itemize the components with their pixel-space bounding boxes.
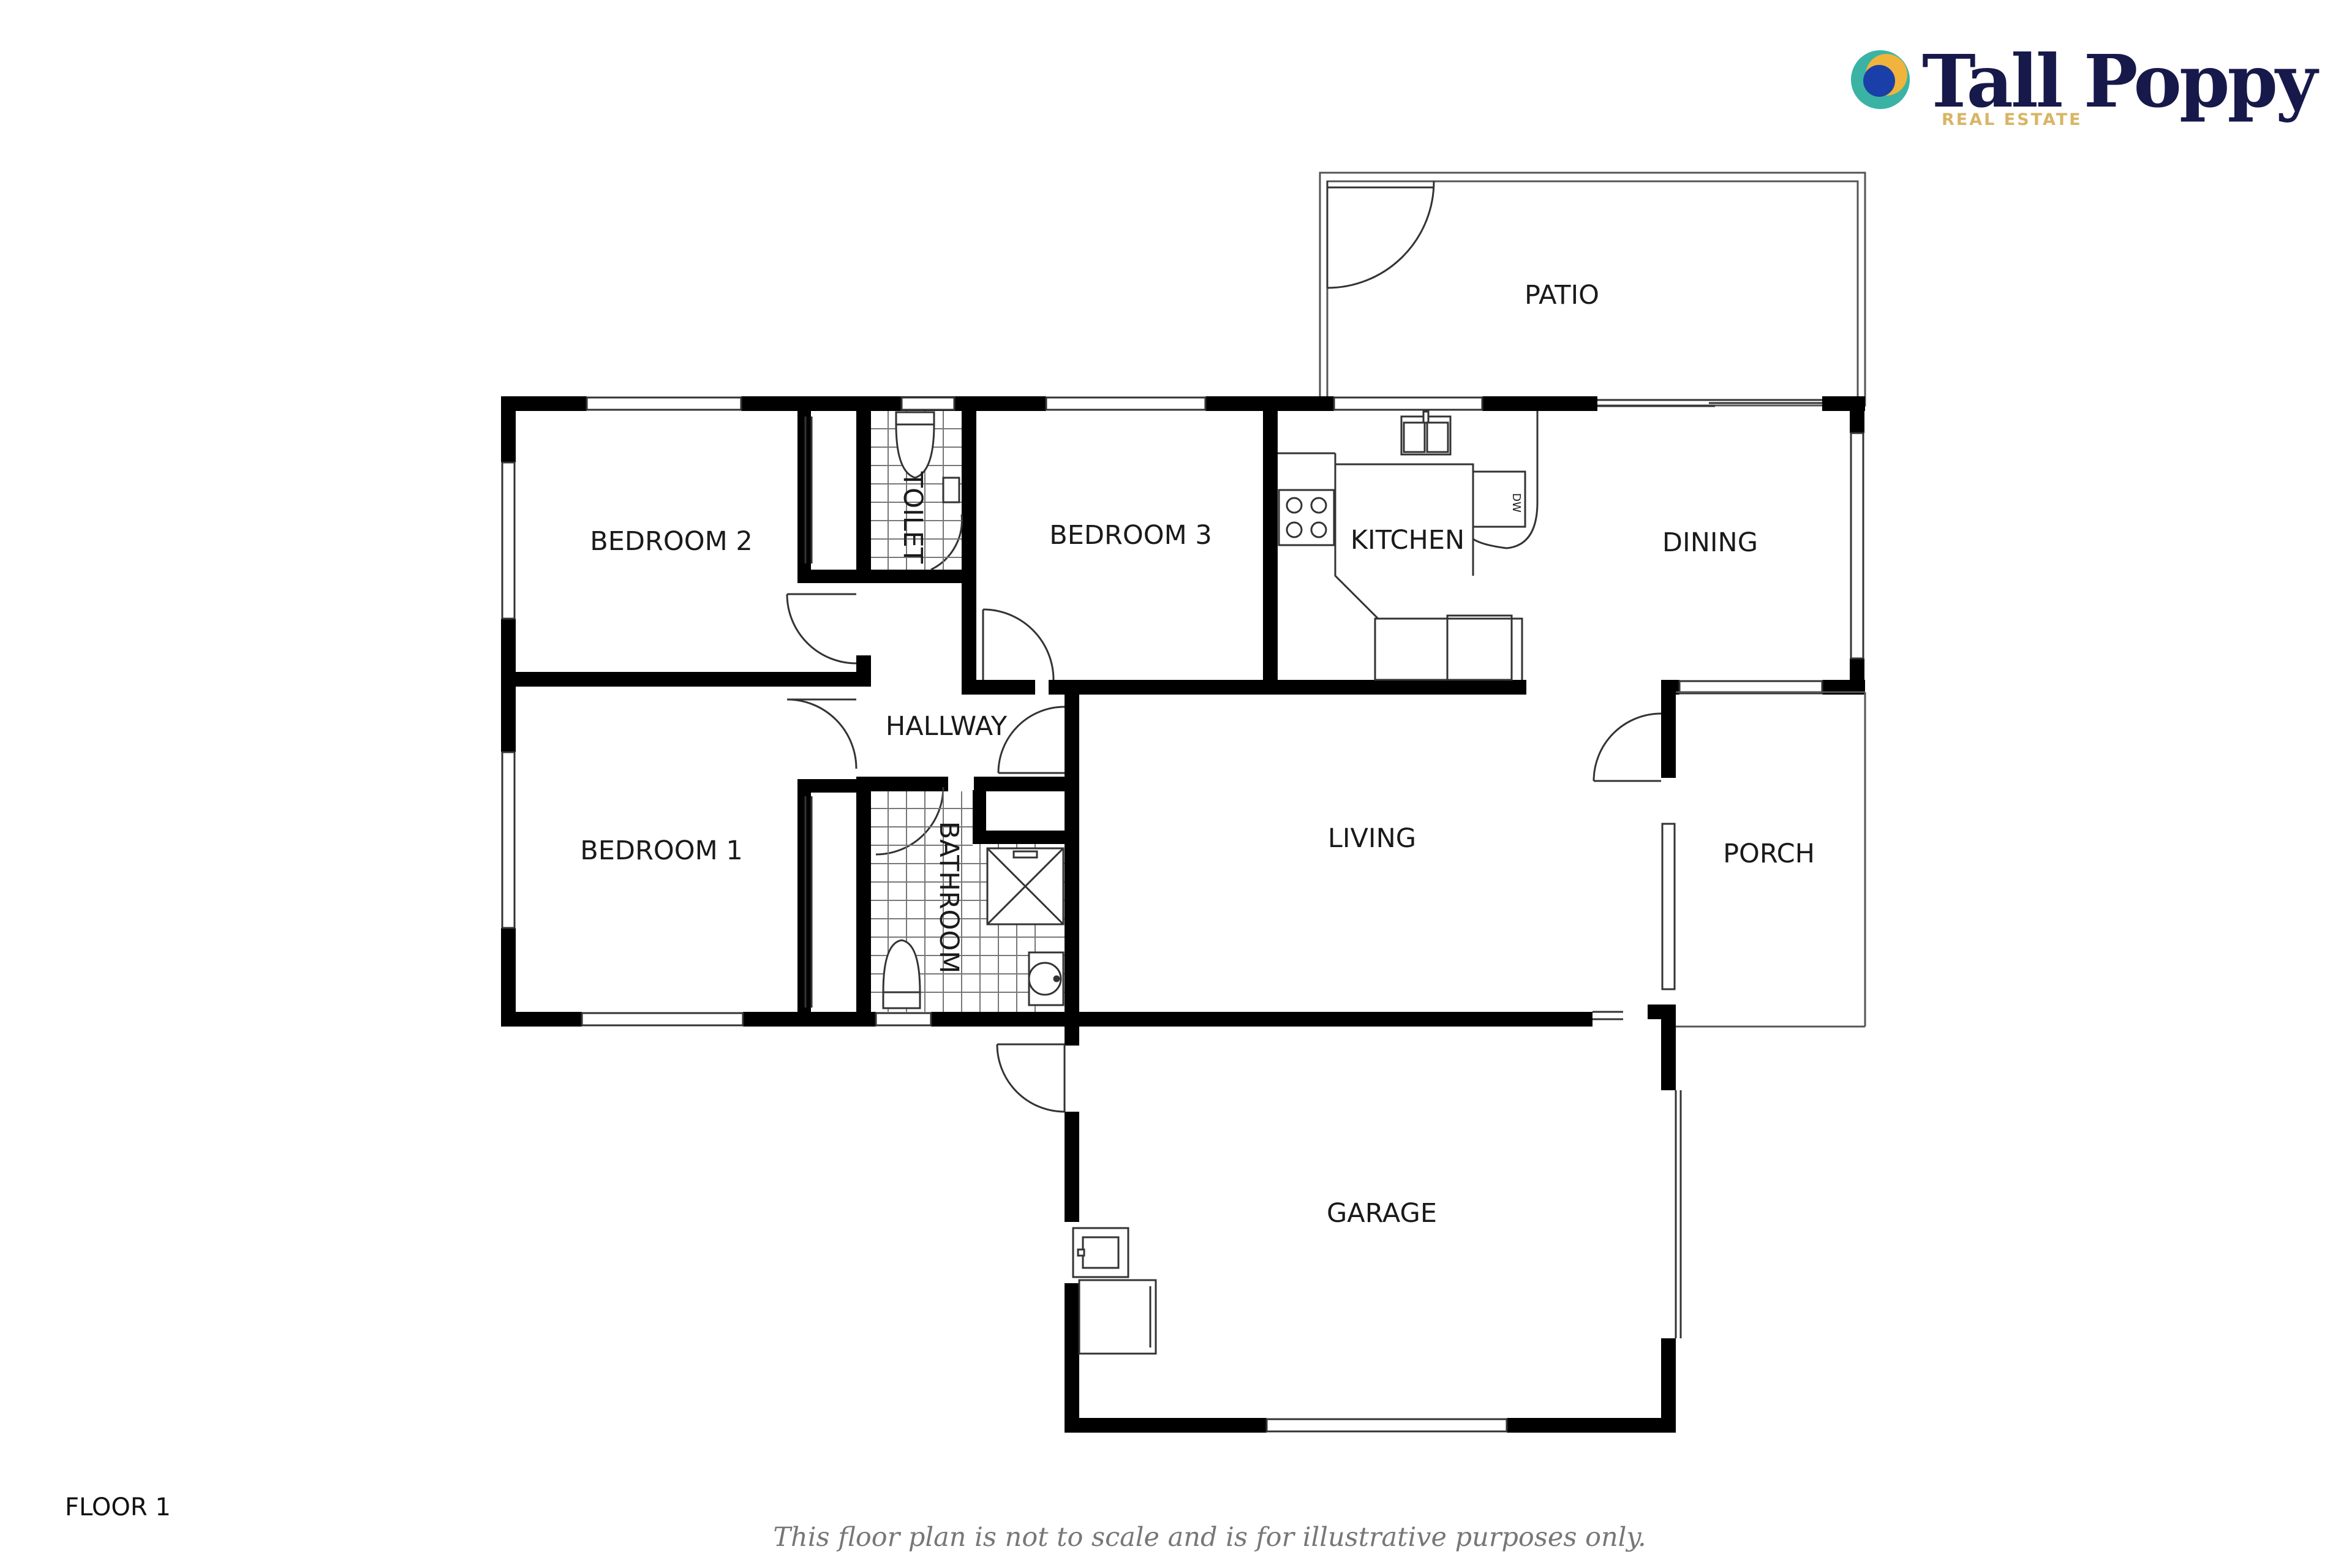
room-label-toilet: TOILET (897, 471, 928, 564)
porch-outline (1676, 691, 1866, 1028)
disclaimer: This floor plan is not to scale and is f… (773, 1522, 1646, 1553)
stove (1278, 489, 1335, 546)
kitchen-sink (1400, 410, 1452, 456)
bathroom-basin (1028, 951, 1065, 1006)
shower (986, 847, 1065, 925)
sliding-door-patio (1597, 399, 1822, 407)
room-label-hallway: HALLWAY (886, 711, 1008, 742)
room-label-bathroom: BATHROOM (933, 821, 964, 974)
room-label-bedroom1: BEDROOM 1 (580, 835, 742, 866)
kitchen-counters (1278, 411, 1539, 681)
room-label-dining: DINING (1662, 527, 1758, 558)
door-swings (786, 514, 1662, 1113)
living-bottom-opening (1593, 1011, 1623, 1020)
room-label-living: LIVING (1328, 823, 1416, 854)
room-label-bedroom2: BEDROOM 2 (590, 526, 752, 557)
brand-logo: Tall Poppy REAL ESTATE (1850, 38, 2318, 136)
brand-name: Tall Poppy (1922, 39, 2318, 124)
room-label-garage: GARAGE (1327, 1198, 1437, 1229)
room-label-patio: PATIO (1525, 280, 1599, 311)
room-label-porch: PORCH (1723, 839, 1815, 869)
bathroom-tiles (871, 791, 1065, 1012)
brand-tagline: REAL ESTATE (1942, 110, 2082, 129)
garage-laundry (1072, 1227, 1157, 1355)
garage-side-opening (1675, 1090, 1682, 1338)
toilet-fixture (895, 411, 960, 503)
dishwasher-label: DW (1510, 493, 1523, 513)
windows (501, 396, 1864, 1433)
bathroom-toilet (882, 939, 921, 1009)
patio-door (1326, 181, 1435, 289)
room-label-kitchen: KITCHEN (1351, 525, 1464, 556)
room-label-bedroom3: BEDROOM 3 (1049, 520, 1212, 551)
wardrobes (804, 417, 813, 1008)
poppy-icon (1851, 50, 1910, 109)
floor-label: FLOOR 1 (65, 1493, 171, 1521)
